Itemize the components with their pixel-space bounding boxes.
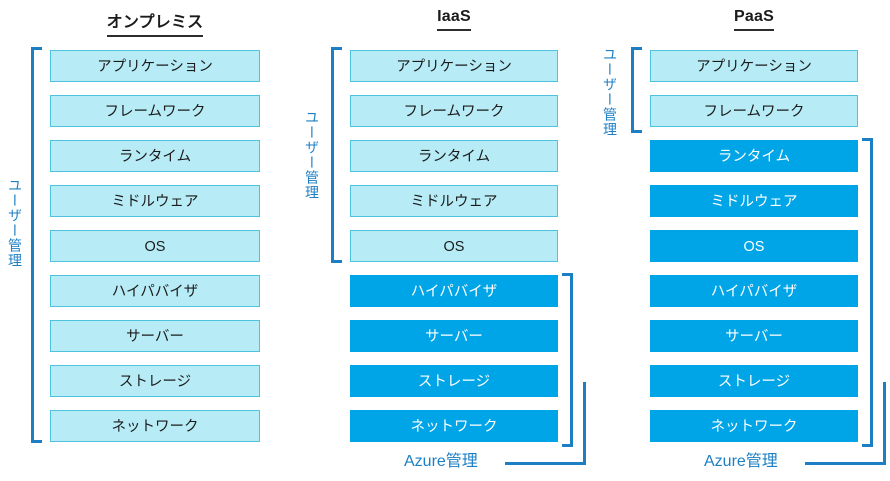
paas-azure-managed-label: Azure管理 bbox=[704, 453, 778, 470]
column-title-paas-text: PaaS bbox=[734, 8, 774, 31]
iaas-layer-os: OS bbox=[350, 230, 558, 262]
iaas-layer-server: サーバー bbox=[350, 320, 558, 352]
paas-azure-connector-horizontal bbox=[805, 462, 886, 465]
onprem-layer-storage: ストレージ bbox=[50, 365, 260, 397]
onprem-layer-runtime: ランタイム bbox=[50, 140, 260, 172]
onprem-layer-network: ネットワーク bbox=[50, 410, 260, 442]
paas-layer-runtime: ランタイム bbox=[650, 140, 858, 172]
iaas-azure-connector-horizontal bbox=[505, 462, 586, 465]
paas-layer-storage: ストレージ bbox=[650, 365, 858, 397]
onprem-layer-hypervisor: ハイパバイザ bbox=[50, 275, 260, 307]
onprem-user-managed-label: ユーザー管理 bbox=[7, 178, 23, 268]
column-title-iaas-text: IaaS bbox=[437, 8, 471, 31]
iaas-layer-application: アプリケーション bbox=[350, 50, 558, 82]
onprem-layer-application: アプリケーション bbox=[50, 50, 260, 82]
paas-layer-network: ネットワーク bbox=[650, 410, 858, 442]
onprem-layer-framework: フレームワーク bbox=[50, 95, 260, 127]
iaas-layer-network: ネットワーク bbox=[350, 410, 558, 442]
iaas-layer-runtime: ランタイム bbox=[350, 140, 558, 172]
paas-user-managed-label: ユーザー管理 bbox=[602, 47, 618, 137]
iaas-azure-connector-vertical bbox=[583, 382, 586, 464]
onprem-layer-middleware: ミドルウェア bbox=[50, 185, 260, 217]
column-title-iaas: IaaS bbox=[350, 8, 558, 31]
iaas-layer-framework: フレームワーク bbox=[350, 95, 558, 127]
column-title-paas: PaaS bbox=[650, 8, 858, 31]
paas-layer-middleware: ミドルウェア bbox=[650, 185, 858, 217]
paas-layer-server: サーバー bbox=[650, 320, 858, 352]
paas-azure-connector-vertical bbox=[883, 382, 886, 464]
iaas-layer-storage: ストレージ bbox=[350, 365, 558, 397]
iaas-azure-managed-bracket bbox=[562, 273, 573, 447]
paas-layer-application: アプリケーション bbox=[650, 50, 858, 82]
onprem-layer-os: OS bbox=[50, 230, 260, 262]
iaas-layer-hypervisor: ハイパバイザ bbox=[350, 275, 558, 307]
onprem-layer-server: サーバー bbox=[50, 320, 260, 352]
paas-layer-os: OS bbox=[650, 230, 858, 262]
column-title-onprem-text: オンプレミス bbox=[106, 8, 204, 37]
paas-layer-framework: フレームワーク bbox=[650, 95, 858, 127]
iaas-user-managed-bracket bbox=[331, 47, 342, 263]
iaas-layer-middleware: ミドルウェア bbox=[350, 185, 558, 217]
paas-azure-managed-bracket bbox=[862, 138, 873, 447]
paas-user-managed-bracket bbox=[631, 47, 642, 133]
column-title-onprem: オンプレミス bbox=[50, 8, 260, 37]
iaas-azure-managed-label: Azure管理 bbox=[404, 453, 478, 470]
onprem-user-managed-bracket bbox=[31, 47, 42, 443]
paas-layer-hypervisor: ハイパバイザ bbox=[650, 275, 858, 307]
iaas-user-managed-label: ユーザー管理 bbox=[304, 110, 320, 200]
